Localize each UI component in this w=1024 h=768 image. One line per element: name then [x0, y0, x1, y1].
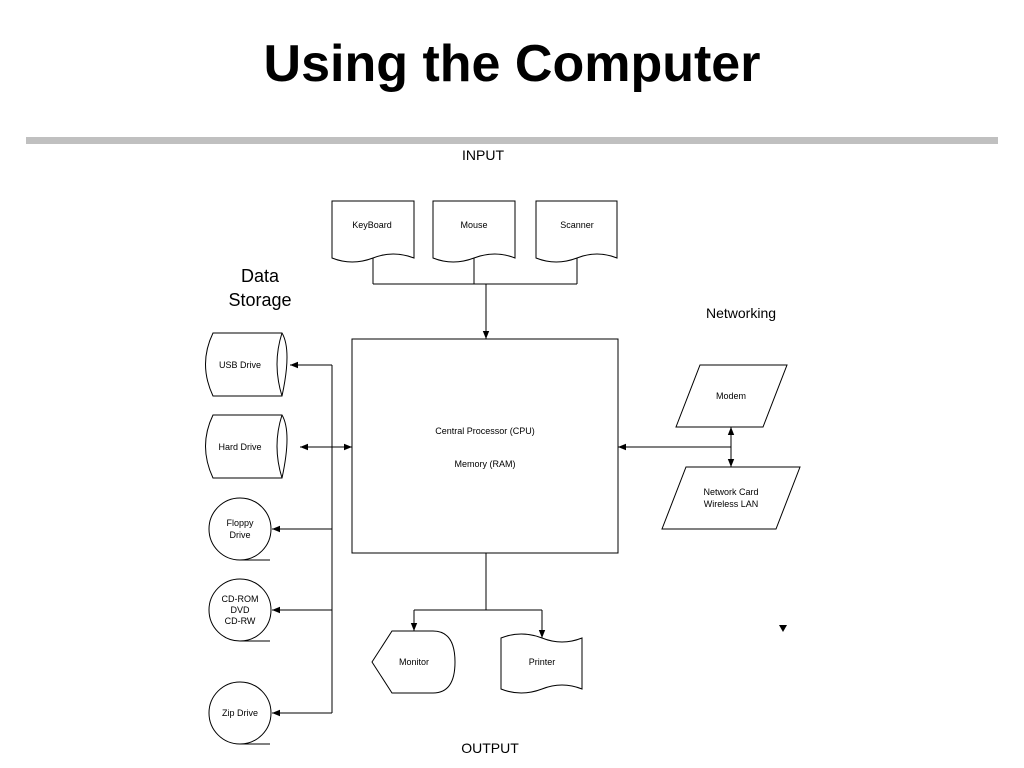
- usb-drive-label: USB Drive: [219, 360, 261, 370]
- zip-drive-label: Zip Drive: [222, 708, 258, 718]
- printer-node: Printer: [500, 633, 583, 694]
- modem-label: Modem: [716, 391, 746, 401]
- floppy-drive-node: Floppy Drive: [208, 497, 272, 561]
- mouse-label: Mouse: [460, 220, 487, 230]
- scanner-label: Scanner: [560, 220, 594, 230]
- data-storage-label-line1: Data: [241, 266, 280, 286]
- cdrom-node: CD-ROM DVD CD-RW: [208, 578, 272, 642]
- keyboard-label: KeyBoard: [352, 220, 392, 230]
- printer-label: Printer: [529, 657, 556, 667]
- modem-node: Modem: [675, 364, 788, 428]
- output-label: OUTPUT: [461, 740, 519, 756]
- floppy-label-line2: Drive: [229, 530, 250, 540]
- mouse-node: Mouse: [432, 200, 516, 263]
- monitor-label: Monitor: [399, 657, 429, 667]
- zip-drive-node: Zip Drive: [208, 681, 272, 745]
- keyboard-node: KeyBoard: [331, 200, 415, 263]
- usb-drive-node: USB Drive: [205, 332, 288, 397]
- hard-drive-node: Hard Drive: [205, 414, 288, 479]
- monitor-node: Monitor: [371, 630, 456, 694]
- cdrom-label-line2: DVD: [230, 605, 250, 615]
- networking-label: Networking: [706, 305, 776, 321]
- network-card-node: Network Card Wireless LAN: [661, 466, 801, 530]
- cpu-node: Central Processor (CPU) Memory (RAM): [351, 338, 619, 554]
- scanner-node: Scanner: [535, 200, 618, 263]
- output-connectors: [410, 553, 546, 638]
- network-card-label-line2: Wireless LAN: [704, 499, 759, 509]
- cpu-label: Central Processor (CPU): [435, 426, 535, 436]
- storage-connectors: [272, 361, 352, 717]
- slide-title: Using the Computer: [263, 35, 761, 93]
- network-connectors: [618, 427, 735, 467]
- input-connectors: [372, 258, 578, 339]
- data-storage-label-line2: Storage: [228, 290, 291, 310]
- network-card-label-line1: Network Card: [703, 487, 758, 497]
- input-label: INPUT: [462, 147, 504, 163]
- cdrom-label-line3: CD-RW: [225, 616, 256, 626]
- hard-drive-label: Hard Drive: [218, 442, 261, 452]
- title-divider: [26, 137, 998, 144]
- stray-arrowhead: [779, 625, 787, 632]
- floppy-label-line1: Floppy: [226, 518, 254, 528]
- memory-label: Memory (RAM): [455, 459, 516, 469]
- cdrom-label-line1: CD-ROM: [222, 594, 259, 604]
